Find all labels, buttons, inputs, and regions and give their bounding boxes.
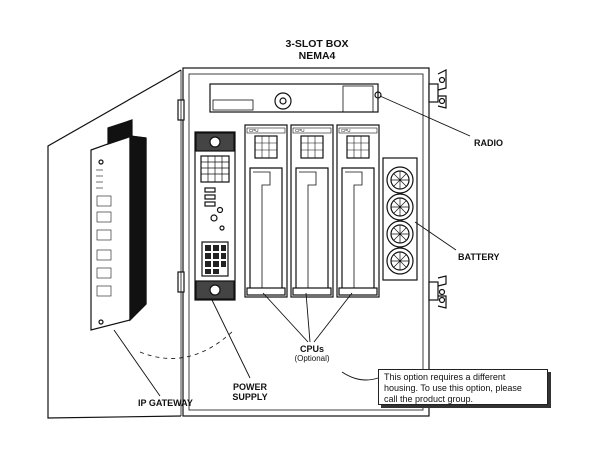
cpus-label-line-2: (Optional) [294,354,330,363]
battery-label: BATTERY [458,252,500,262]
diagram-title: 3-SLOT BOX NEMA4 [272,38,362,62]
title-line-2: NEMA4 [298,50,336,62]
cpu-module-2-tag: CPU [295,128,305,133]
cpus-label: CPUs (Optional) [286,344,338,363]
radio-label: RADIO [474,138,503,148]
ip-gateway-module [90,119,147,331]
battery-pack [382,157,418,281]
power-supply-label-line-2: SUPPLY [232,392,268,402]
power-supply-module [194,131,236,301]
door-swing-arc [139,329,235,359]
mounting-bracket-top [437,69,447,109]
cpu-module-3 [336,124,380,298]
cpu-module-1 [244,124,288,298]
enclosure-door [47,69,182,419]
note-line-3: call the product group. [384,394,474,404]
option-note-callout: This option requires a different housing… [378,369,548,405]
power-supply-label: POWER SUPPLY [220,382,280,402]
title-line-1: 3-SLOT BOX [285,38,349,50]
power-supply-label-line-1: POWER [232,382,267,392]
cpu-module-2 [290,124,334,298]
ip-gateway-label: IP GATEWAY [138,398,193,408]
leader-lines [113,95,471,397]
note-line-2: housing. To use this option, please [384,383,522,393]
radio-unit [209,83,382,113]
mounting-bracket-bottom [437,275,447,309]
note-line-1: This option requires a different [384,372,506,382]
cpu-module-1-tag: CPU [249,128,259,133]
cpus-label-line-1: CPUs [299,344,324,354]
cpu-module-3-tag: CPU [341,128,351,133]
